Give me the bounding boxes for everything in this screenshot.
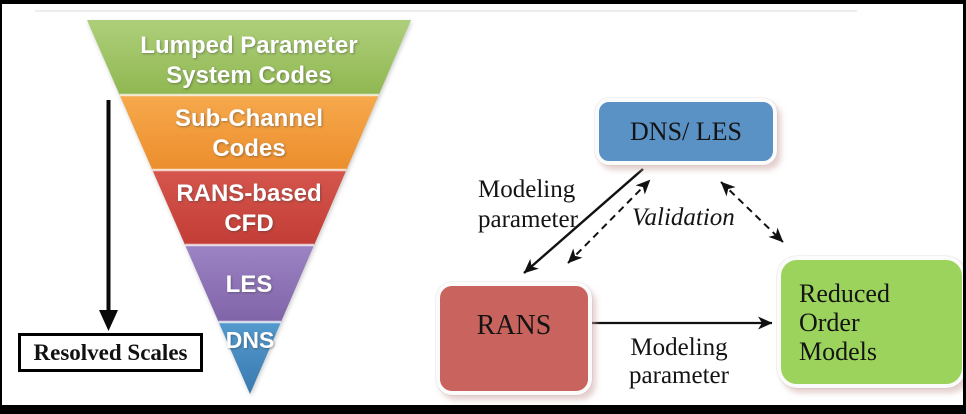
edge-label-modeling-parameter-lower: Modeling parameter — [629, 334, 729, 389]
pyramid-label-dns: DNS — [225, 327, 275, 353]
scale-pyramid — [87, 20, 411, 394]
resolved-scales-arrow — [99, 100, 118, 331]
frame-border-left — [0, 0, 2, 414]
pyramid-layer-sub-channel — [119, 95, 379, 170]
pyramid-layer-lumped-parameter — [87, 20, 411, 95]
arrow-rom-to-dnsles-validation — [720, 181, 784, 243]
edge-label-modeling-parameter-upper: Modeling parameter — [478, 176, 578, 233]
pyramid-layer-rans-cfd — [152, 170, 347, 245]
frame-border-right — [963, 0, 966, 414]
pyramid-layer-separators — [119, 93, 379, 324]
arrow-rans-to-dnsles-validation — [567, 179, 651, 264]
flow-node-rans: RANS — [436, 282, 592, 395]
flow-node-dns-les-label: DNS/ LES — [630, 116, 742, 146]
frame-border-bottom — [0, 405, 966, 414]
edge-label-validation: Validation — [632, 204, 735, 231]
pyramid-label-rans-cfd: RANS-based CFD — [176, 180, 322, 237]
resolved-scales-box: Resolved Scales — [18, 333, 203, 372]
frame-border-top — [0, 0, 966, 4]
flow-node-reduced-order-models-label: Reduced Order Models — [799, 278, 890, 366]
flow-node-reduced-order-models: Reduced Order Models — [777, 256, 966, 388]
pyramid-label-sub-channel: Sub-Channel Codes — [175, 105, 323, 162]
pyramid-label-lumped-parameter: Lumped Parameter System Codes — [140, 32, 358, 89]
pyramid-label-les: LES — [225, 271, 273, 298]
pyramid-layer-les — [185, 245, 315, 322]
flow-node-dns-les: DNS/ LES — [595, 98, 777, 165]
flow-node-rans-label: RANS — [476, 309, 552, 341]
slide-edge-line — [35, 10, 857, 12]
resolved-scales-label: Resolved Scales — [33, 339, 188, 365]
pyramid-layer-dns — [218, 322, 281, 394]
